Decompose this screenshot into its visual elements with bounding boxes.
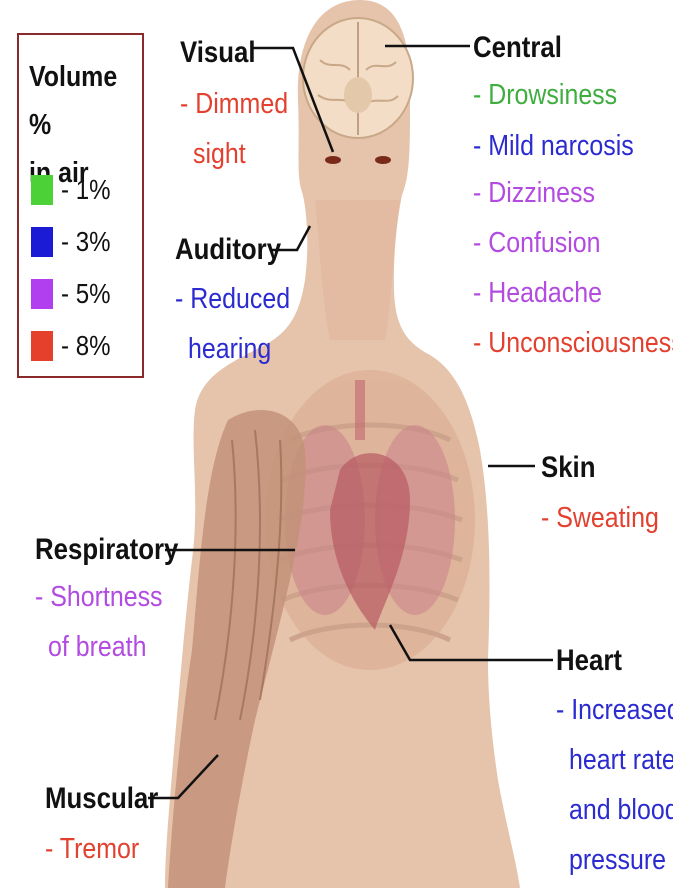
auditory-symptom-1: - Reduced xyxy=(175,274,290,324)
right-eye xyxy=(375,156,391,164)
neck-shade xyxy=(315,200,400,340)
legend: Volume % in air - 1%- 3%- 5%- 8% xyxy=(17,33,144,378)
respiratory-symptom-1: - Shortness xyxy=(35,572,163,622)
heart-symptom-1: - Increased xyxy=(556,685,673,735)
auditory-symptom-2: hearing xyxy=(188,324,271,374)
central-symptom-2: - Mild narcosis xyxy=(473,121,634,171)
central-symptom-1: - Drowsiness xyxy=(473,70,617,120)
heart-symptom-2: heart rate xyxy=(569,735,673,785)
muscular-title: Muscular xyxy=(45,782,158,816)
legend-swatch xyxy=(31,279,53,309)
respiratory-title: Respiratory xyxy=(35,533,178,567)
legend-label: - 5% xyxy=(61,278,111,310)
heart-symptom-3: and blood xyxy=(569,785,673,835)
central-symptom-4: - Confusion xyxy=(473,218,601,268)
legend-label: - 8% xyxy=(61,330,111,362)
auditory-title: Auditory xyxy=(175,233,281,267)
left-eye xyxy=(325,156,341,164)
legend-swatch xyxy=(31,227,53,257)
visual-title: Visual xyxy=(180,36,256,70)
muscular-symptom-1: - Tremor xyxy=(45,824,139,874)
visual-symptom-1: - Dimmed xyxy=(180,79,288,129)
respiratory-symptom-2: of breath xyxy=(48,622,146,672)
central-title: Central xyxy=(473,31,562,65)
skin-symptom-1: - Sweating xyxy=(541,493,659,543)
legend-swatch xyxy=(31,331,53,361)
visual-symptom-2: sight xyxy=(193,129,246,179)
central-symptom-6: - Unconsciousness xyxy=(473,318,673,368)
legend-swatch xyxy=(31,175,53,205)
central-symptom-5: - Headache xyxy=(473,268,602,318)
central-symptom-3: - Dizziness xyxy=(473,168,595,218)
legend-label: - 3% xyxy=(61,226,111,258)
skin-title: Skin xyxy=(541,451,595,485)
heart-title: Heart xyxy=(556,644,622,678)
legend-label: - 1% xyxy=(61,174,111,206)
heart-symptom-4: pressure xyxy=(569,835,666,885)
